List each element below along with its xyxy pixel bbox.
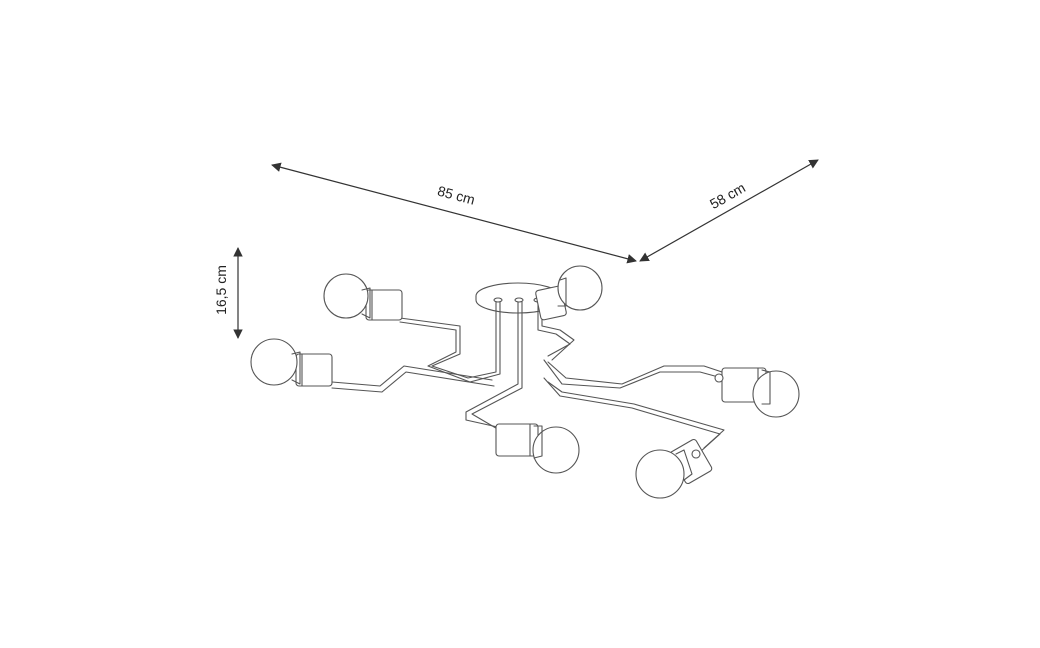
height-label: 16,5 cm xyxy=(213,265,229,315)
bulb-right xyxy=(714,367,800,418)
bulb-top xyxy=(535,265,603,321)
width-dimension-line xyxy=(271,162,637,264)
bulb-front-right xyxy=(635,438,713,499)
lamp-arms xyxy=(331,301,725,453)
width-label: 85 cm xyxy=(436,183,477,208)
height-dimension: 16,5 cm xyxy=(213,247,243,339)
depth-dimension: 58 cm xyxy=(639,159,819,262)
depth-label: 58 cm xyxy=(707,179,748,212)
depth-dimension-line xyxy=(639,159,819,262)
ceiling-lamp-drawing xyxy=(250,265,800,499)
bulb-upper-left xyxy=(323,273,403,321)
bulb-middle xyxy=(495,423,580,474)
width-dimension: 85 cm xyxy=(271,162,637,264)
bulb-left xyxy=(250,338,333,387)
